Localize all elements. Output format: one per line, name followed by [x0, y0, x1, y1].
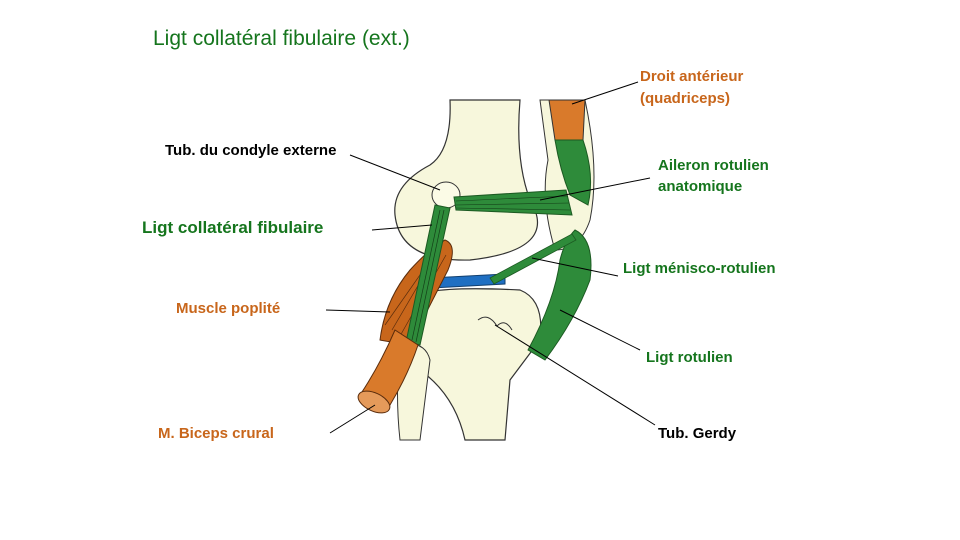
label-aileron-2: anatomique [658, 178, 743, 195]
diagram-title: Ligt collatéral fibulaire (ext.) [153, 27, 410, 50]
label-tub-condyle: Tub. du condyle externe [165, 142, 337, 159]
collateral-fibular-ligament [405, 204, 451, 346]
aileron-fibers [455, 195, 571, 211]
label-ligt-menisco: Ligt ménisco-rotulien [623, 260, 776, 277]
quadriceps-muscle [548, 99, 586, 141]
label-droit-anterieur-1: Droit antérieur [640, 68, 744, 85]
patellar-ligament [527, 229, 592, 361]
label-aileron-1: Aileron rotulien [658, 157, 769, 174]
label-biceps: M. Biceps crural [158, 425, 274, 442]
biceps-tendon-end [357, 390, 391, 414]
label-tub-gerdy: Tub. Gerdy [658, 425, 737, 442]
collateral-ligament-fibers [411, 209, 445, 343]
label-muscle-poplite: Muscle poplité [176, 300, 281, 317]
label-ligt-collateral: Ligt collatéral fibulaire [142, 218, 324, 237]
leader-lines [325, 81, 656, 434]
menisco-patellar-ligament [489, 233, 577, 285]
label-droit-anterieur-2: (quadriceps) [640, 90, 731, 107]
label-ligt-rotulien: Ligt rotulien [646, 349, 733, 366]
quadriceps-tendon [554, 139, 592, 206]
femur-bone [394, 99, 539, 261]
